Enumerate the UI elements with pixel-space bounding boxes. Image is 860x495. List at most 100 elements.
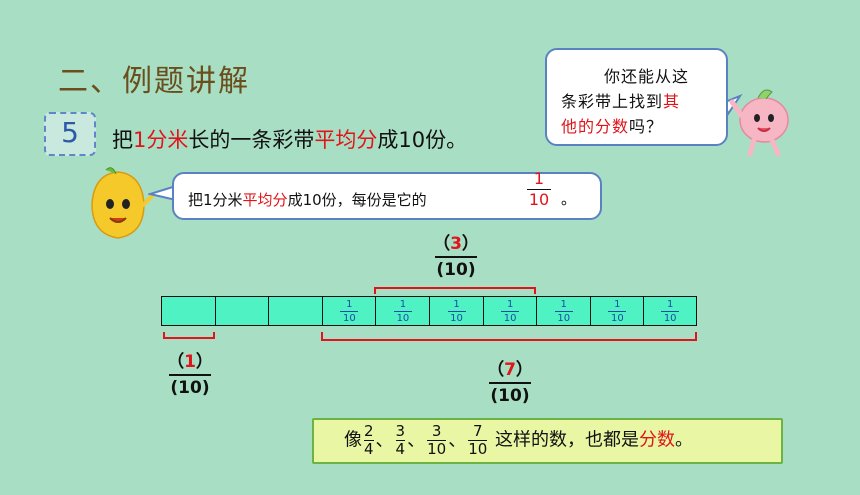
- summary-frac-den: 10: [468, 440, 488, 458]
- bubble-mid-end: 。: [561, 190, 577, 208]
- label-three-tenths: （3） (10): [432, 229, 480, 280]
- strip-cell-frac-num: 1: [346, 299, 353, 310]
- problem-highlight-length: 1分米: [133, 128, 189, 152]
- summary-highlight: 分数: [639, 429, 676, 451]
- bubble-mid-frac-num: 1: [533, 169, 545, 188]
- page-title: 二、例题讲解: [58, 64, 250, 99]
- strip-cell-frac-num: 1: [453, 299, 460, 310]
- strip-cell: [268, 296, 324, 326]
- label-three-num: 3: [450, 234, 462, 254]
- summary-prefix: 像: [344, 429, 362, 451]
- strip-cell-frac-den: 10: [450, 313, 463, 324]
- problem-mid: 长的一条彩带: [188, 128, 315, 152]
- summary-frac-num: 3: [431, 422, 442, 440]
- bubble-mid-fraction: 1 10: [527, 171, 551, 208]
- strip-cell-frac-den: 10: [396, 313, 410, 324]
- label-seven-open: （: [487, 360, 505, 380]
- bubble-mid-highlight: 平均分: [242, 191, 288, 209]
- label-three-close: ）: [461, 234, 479, 254]
- strip-cell-frac-den: 10: [503, 313, 517, 324]
- strip-cell-frac-den: 10: [557, 313, 571, 324]
- strip-cell-frac-num: 1: [667, 299, 674, 310]
- summary-frac-num: 3: [395, 422, 406, 440]
- summary-frac-num: 7: [472, 422, 483, 440]
- bubble-mid-prefix: 把1分米: [188, 191, 243, 209]
- summary-separator: 、: [407, 429, 426, 451]
- bubble-top-line2-red: 其: [663, 92, 681, 111]
- problem-prefix: 把: [112, 128, 133, 152]
- strip-cell-frac-den: 10: [610, 313, 624, 324]
- label-seven-tenths: （7） (10): [486, 355, 534, 406]
- strip-cell-frac-num: 1: [506, 299, 514, 310]
- problem-highlight-divide: 平均分: [314, 128, 378, 152]
- lemon-character-icon: [91, 167, 154, 239]
- summary-mid: 这样的数，也都是: [495, 429, 640, 451]
- label-one-open: （: [167, 352, 185, 372]
- bracket-one-tenth: [163, 332, 215, 339]
- problem-suffix: 成10份。: [377, 128, 468, 152]
- strip-cell-frac-num: 1: [560, 299, 567, 310]
- summary-frac-den: 4: [364, 440, 374, 458]
- strip-cell: [214, 296, 270, 326]
- bubble-mid-text: 把1分米平均分成10份，每份是它的: [188, 189, 427, 210]
- speech-bubble-top: 你还能从这 条彩带上找到其 他的分数吗？: [545, 48, 728, 146]
- strip-cell-frac-num: 1: [399, 299, 407, 310]
- strip-cell-frac-den: 10: [663, 313, 677, 324]
- summary-frac-num: 2: [364, 422, 374, 440]
- peach-character-icon: [729, 89, 789, 157]
- book-icon: [44, 112, 96, 156]
- bubble-top-line3-end: 吗？: [629, 117, 664, 136]
- bubble-mid-frac-den: 10: [528, 190, 550, 209]
- bubble-top-line1: 你还能从这: [604, 67, 690, 86]
- summary-separator: 、: [375, 429, 394, 451]
- label-one-den: (10): [170, 378, 210, 398]
- strip-cell: [161, 296, 217, 326]
- example-number: 5: [61, 116, 79, 149]
- bubble-mid-mid: 成10份，每份是它的: [287, 191, 427, 209]
- bracket-seven-tenths: [321, 332, 697, 341]
- summary-frac-den: 4: [395, 440, 406, 458]
- strip-brackets: [163, 287, 697, 341]
- speech-bubble-mid: 把1分米平均分成10份，每份是它的 1 10 。: [172, 171, 602, 220]
- label-three-den: (10): [436, 260, 476, 280]
- label-seven-den: (10): [490, 386, 530, 406]
- example-number-badge: 5: [44, 112, 96, 156]
- problem-text: 把1分米长的一条彩带平均分成10份。: [112, 124, 467, 154]
- summary-frac-den: 10: [427, 440, 447, 458]
- label-one-num: 1: [184, 352, 196, 372]
- bubble-top-line3-red: 他的分数: [561, 117, 630, 136]
- bubble-top-line2: 条彩带上找到: [561, 92, 664, 111]
- label-three-open: （: [433, 234, 451, 254]
- summary-end: 。: [675, 429, 694, 451]
- summary-separator: 、: [448, 429, 467, 451]
- strip-cell-frac-den: 10: [342, 313, 356, 324]
- label-one-tenth: （1） (10): [166, 347, 214, 398]
- strip-cell-frac-num: 1: [614, 299, 621, 310]
- label-one-close: ）: [195, 352, 213, 372]
- label-seven-num: 7: [504, 360, 516, 380]
- label-seven-close: ）: [515, 360, 533, 380]
- bracket-three-tenths: [374, 287, 536, 294]
